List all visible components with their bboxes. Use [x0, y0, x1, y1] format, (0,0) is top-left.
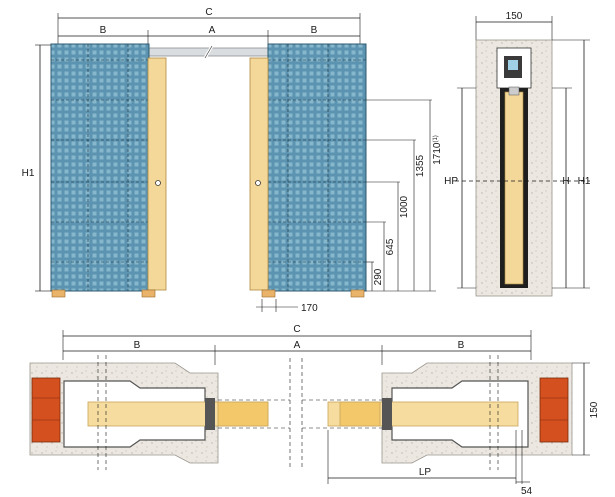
plan-dim-B-right: B: [458, 340, 465, 351]
plan-dim-54: 54: [521, 486, 533, 497]
dim-150-side: 150: [506, 11, 523, 22]
plan-dim-LP: LP: [419, 467, 432, 478]
front-view: C B A B: [22, 7, 443, 314]
foot-block: [141, 289, 156, 298]
plan-dim-150: 150: [589, 401, 600, 418]
plan-right-brick: [539, 377, 569, 443]
plan-dashed-guides: [97, 355, 499, 470]
dim-1355: 1355: [415, 154, 426, 177]
trolley-wheel: [508, 60, 518, 70]
left-mesh-cassette: [50, 43, 150, 292]
door-leaf-section: [504, 91, 524, 285]
dim-HP: HP: [444, 176, 458, 187]
foot-block: [261, 289, 276, 298]
dim-645: 645: [385, 238, 396, 255]
dim-B-right-label: B: [311, 25, 318, 36]
dim-A-label: A: [209, 25, 216, 36]
plan-right-jamb: [382, 398, 392, 430]
side-section: 150 HP H H1: [444, 11, 591, 297]
foot-block: [51, 289, 66, 298]
dim-B-left-label: B: [100, 25, 107, 36]
left-door-handle: [155, 180, 161, 186]
left-door-leaf: [147, 57, 167, 291]
right-mesh-cassette: [267, 43, 367, 292]
plan-dim-A: A: [294, 340, 301, 351]
plan-dim-C: C: [293, 324, 300, 335]
plan-dim-B-left: B: [134, 340, 141, 351]
right-door-leaf: [249, 57, 269, 291]
plan-view: C B A B: [29, 324, 600, 497]
dim-C-label: C: [205, 7, 212, 18]
plan-left-brick: [31, 377, 61, 443]
dim-170: 170: [301, 303, 318, 314]
plan-left-jamb: [205, 398, 215, 430]
foot-block: [350, 289, 365, 298]
dim-H1-side: H1: [578, 176, 591, 187]
mesh-dash-lines: [51, 59, 366, 263]
dim-290: 290: [373, 268, 384, 285]
dim-H: H: [562, 176, 569, 187]
dim-1710: 1710(1): [432, 135, 443, 165]
right-door-handle: [255, 180, 261, 186]
height-dimension-lines: [366, 99, 436, 292]
dim-1000: 1000: [399, 195, 410, 218]
mesh-dash-verticals: [87, 44, 329, 291]
dim-H1-front: H1: [22, 168, 35, 179]
